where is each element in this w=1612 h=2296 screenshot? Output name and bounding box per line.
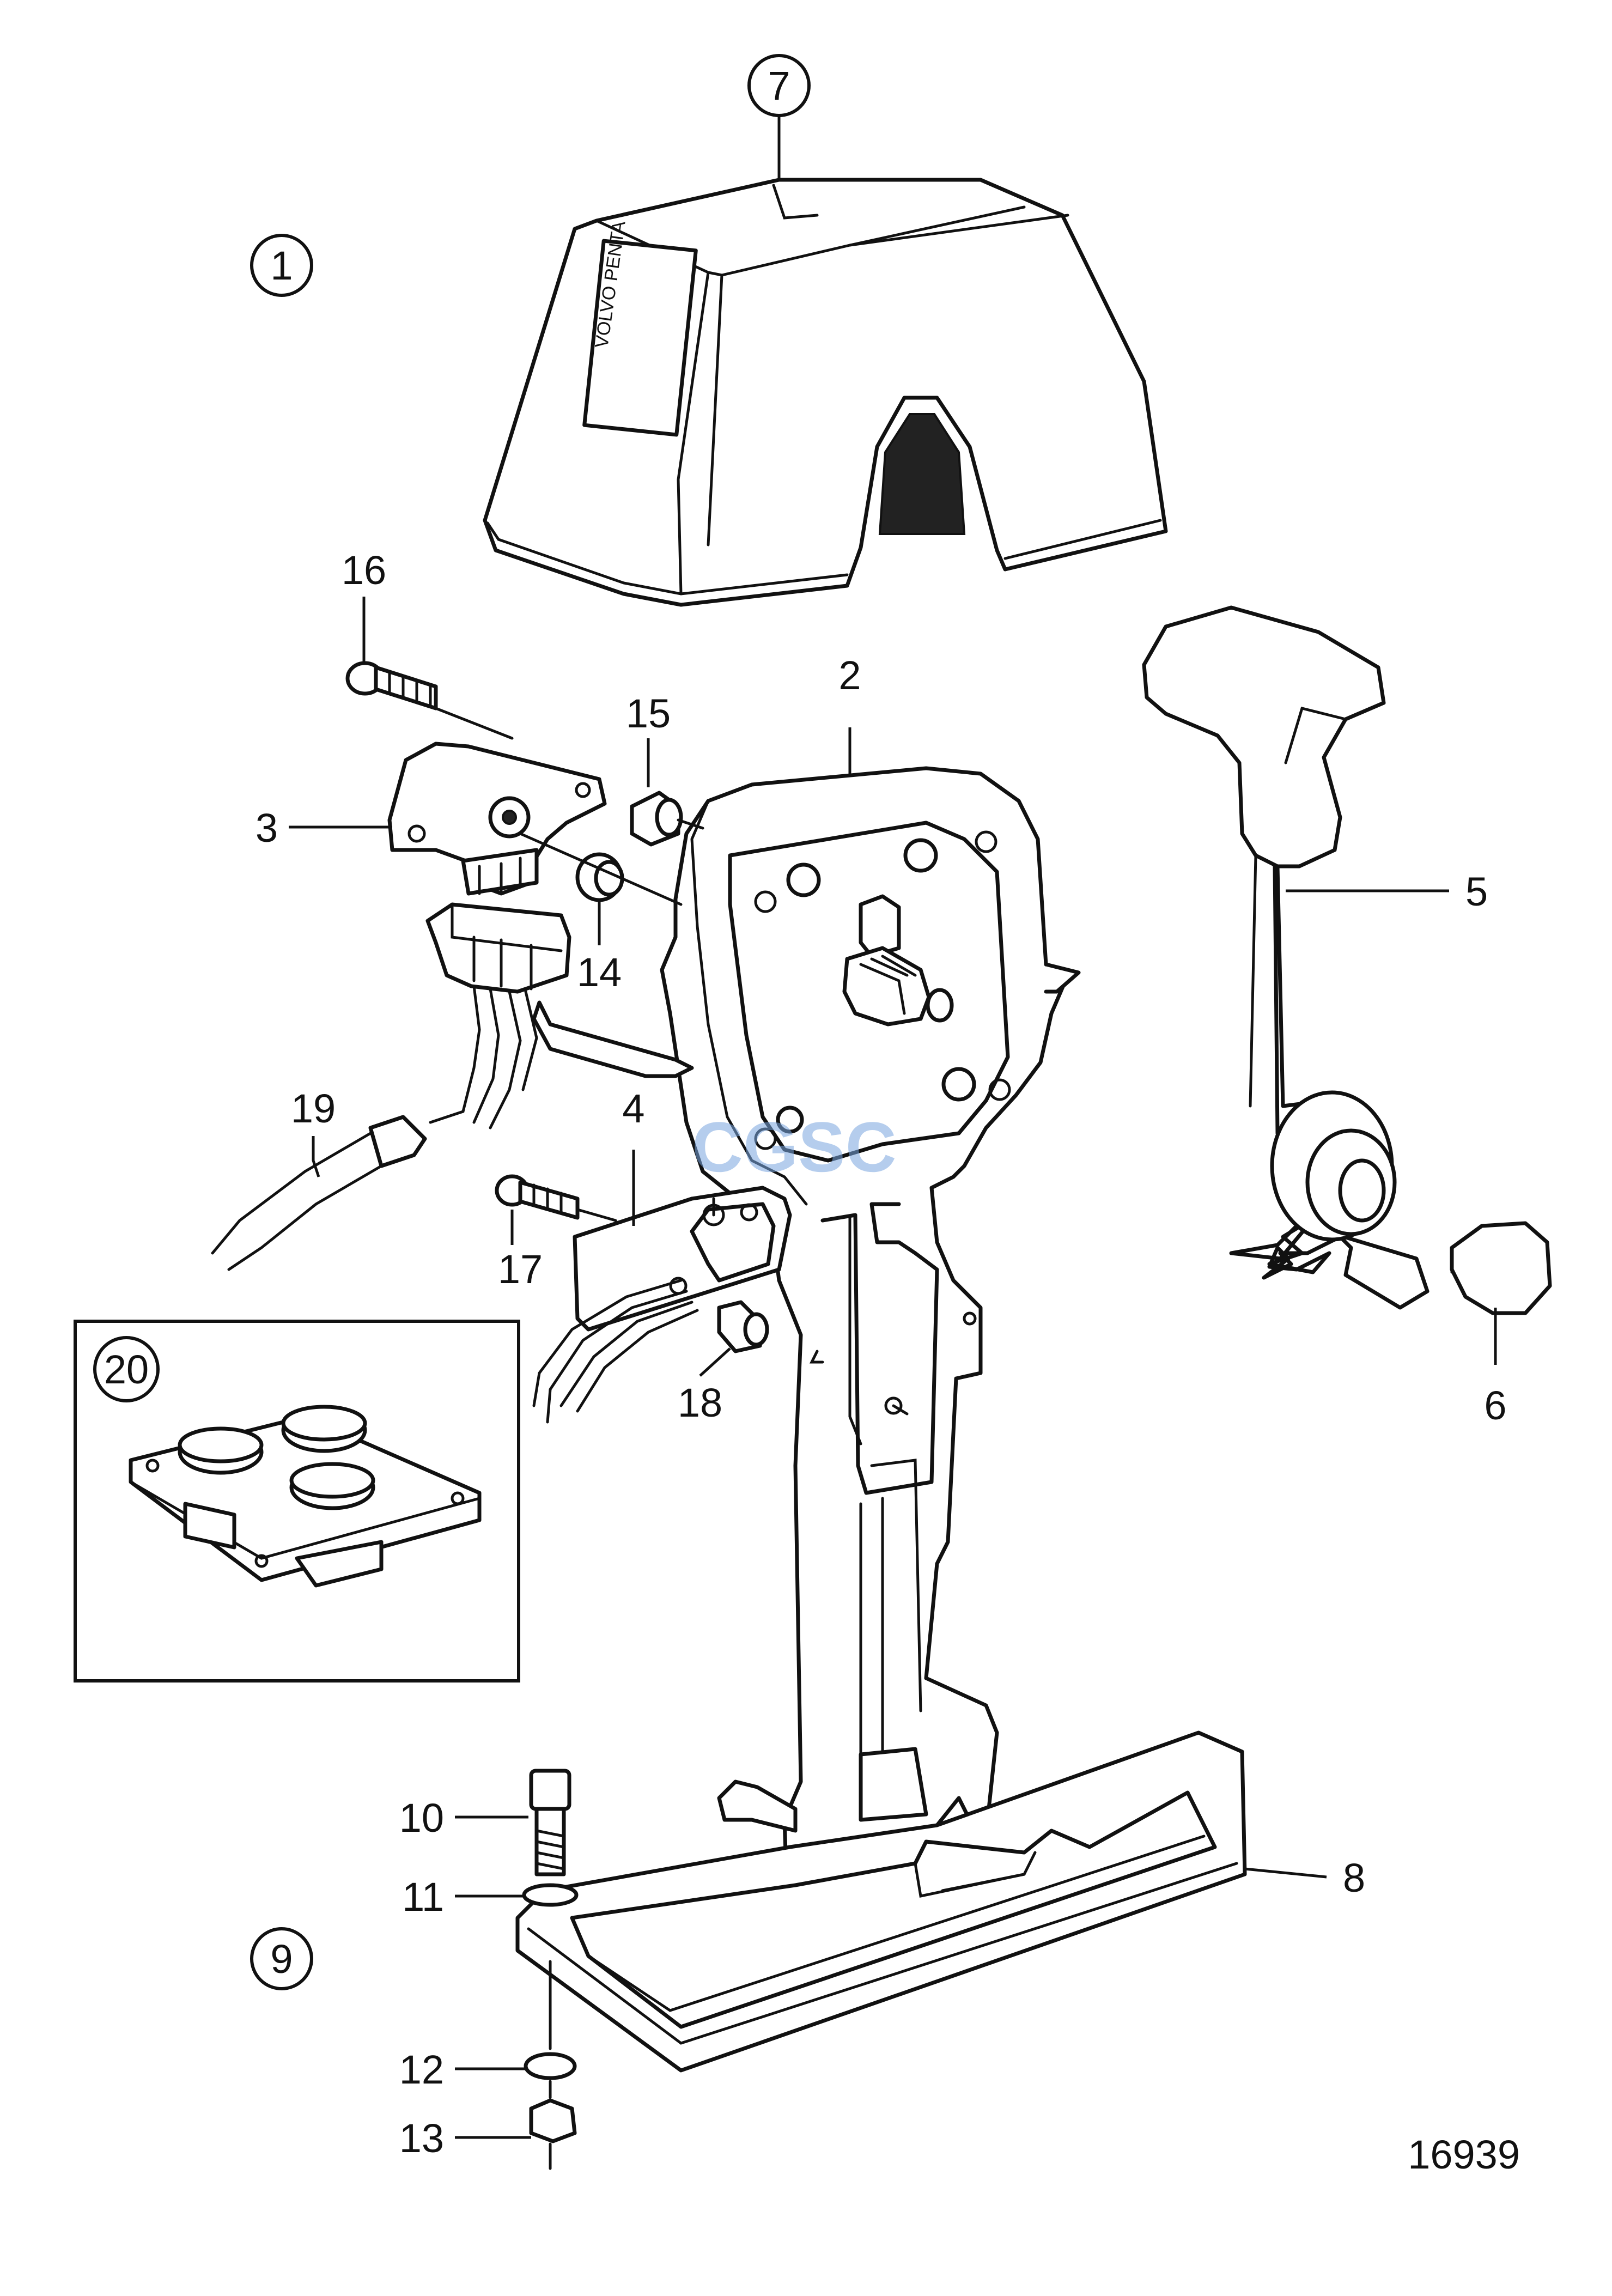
wiring-cable [211,985,538,1271]
label-4: 4 [622,1086,644,1131]
label-1: 1 [270,243,293,288]
control-lever-handle [1142,605,1429,1310]
inset-panel [74,1320,520,1682]
callout-9: 9 [250,1927,313,1990]
label-13: 13 [399,2116,444,2161]
callout-1: 1 [250,234,313,297]
label-2: 2 [838,653,861,698]
switch-bracket [573,1186,792,1332]
hex-nut [529,2098,577,2143]
label-7: 7 [768,63,790,108]
label-18: 18 [678,1380,722,1425]
callout-20: 20 [93,1336,160,1402]
callout-7: 7 [747,54,811,117]
micro-switch-assembly [387,742,607,896]
spacer-sleeve [630,791,683,847]
label-16: 16 [342,548,386,593]
mounting-screw [529,1769,571,1876]
watermark: CGSC [692,1107,897,1187]
screw-17 [495,1174,580,1220]
label-19: 19 [291,1086,336,1131]
label-20: 20 [104,1347,149,1392]
drawing-number: 16939 [1408,2132,1520,2177]
screw-16 [345,661,438,710]
washer-lower [524,2052,577,2080]
label-5: 5 [1465,869,1488,914]
control-housing [660,766,1081,1920]
label-14: 14 [577,950,622,995]
base-frame [515,1730,1247,2073]
control-cover: VOLVO PENTA [483,178,1168,607]
lever-knob [1450,1221,1552,1315]
label-6: 6 [1484,1383,1506,1428]
label-3: 3 [256,805,278,851]
label-9: 9 [270,1936,293,1982]
label-10: 10 [399,1795,444,1841]
label-11: 11 [402,1874,444,1920]
label-8: 8 [1343,1855,1365,1900]
label-15: 15 [626,691,671,736]
spacer-18 [717,1300,769,1353]
bracket-wires [532,1279,699,1424]
washer-upper [522,1883,579,1907]
label-17: 17 [498,1247,543,1292]
label-12: 12 [399,2047,444,2092]
wiring-connector [425,902,694,1078]
